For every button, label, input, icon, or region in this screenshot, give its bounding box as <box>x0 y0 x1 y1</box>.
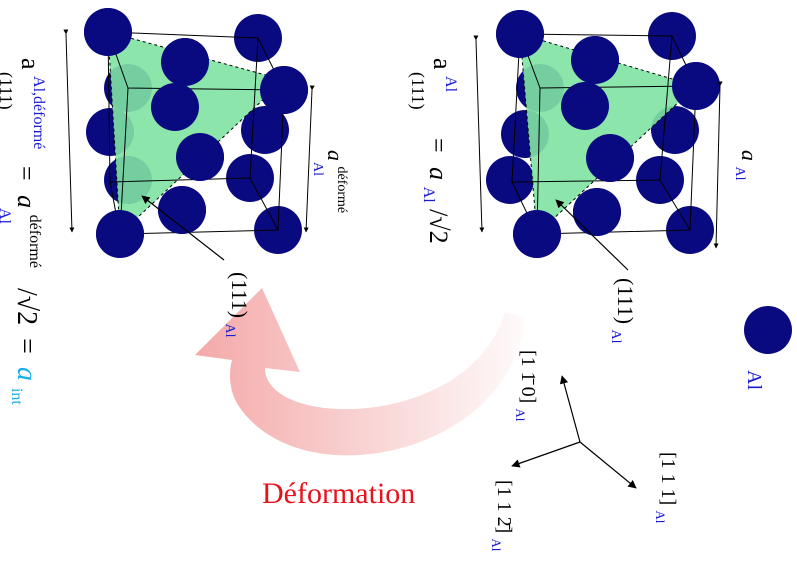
dimension-arrow-left-outer <box>63 29 75 233</box>
atom <box>571 36 619 84</box>
atom <box>561 82 609 130</box>
svg-text:= a Al /√2: = a Al /√2 <box>418 138 453 244</box>
atom <box>176 133 224 181</box>
right-eq-lhs-superscript: Al <box>442 76 459 93</box>
atom <box>573 188 621 236</box>
right-plane-subscript: Al <box>608 330 623 344</box>
left-eq-equals2: = <box>11 338 42 354</box>
dimension-arrow-right-side <box>713 81 723 249</box>
right-eq-divisor: /√2 <box>424 209 453 244</box>
svg-text:(111): (111) <box>0 72 16 110</box>
left-eq-equals: = <box>12 166 41 181</box>
dimension-arrow-left-side <box>303 85 315 233</box>
axis-dir2-label: [1 1 2̄] Al <box>489 480 515 552</box>
left-eq-rhs-symbol: a <box>12 195 41 208</box>
left-plane-miller: (111) <box>227 272 252 318</box>
left-eq-lhs-superscript: Al,déformé <box>30 76 47 149</box>
left-deformed-unit-cell <box>63 8 315 261</box>
right-eq-lhs-subscript: (111) <box>407 72 428 110</box>
svg-text:(111) Al: (111) Al <box>608 278 638 344</box>
axis-dir1-text: [1 1 1] <box>657 452 679 505</box>
svg-text:(111): (111) <box>407 72 428 110</box>
legend-atom-label: Al <box>743 370 765 390</box>
plane-pointer-left <box>141 195 225 261</box>
right-equation: a Al (111) = a Al /√2 <box>407 58 459 244</box>
right-side-subscript: Al <box>732 167 747 181</box>
axis-dir3-subscript: Al <box>513 408 528 421</box>
left-eq-result-subscript: int <box>8 388 25 405</box>
svg-text:a déformé: a déformé <box>323 150 349 213</box>
atom <box>486 156 534 204</box>
left-plane-label: (111) Al <box>222 272 252 338</box>
svg-text:(111) Al: (111) Al <box>222 272 252 338</box>
atom <box>161 38 209 86</box>
svg-text:Al: Al <box>0 208 13 225</box>
left-eq-divisor: /√2 <box>11 288 42 325</box>
left-plane-subscript: Al <box>222 324 237 338</box>
atom <box>672 62 720 110</box>
axis-dir3-text: [1 1̄ 0] <box>517 350 539 403</box>
atom <box>586 134 634 182</box>
atom <box>151 83 199 131</box>
atom <box>84 8 132 56</box>
axis-dir2-text: [1 1 2̄] <box>493 480 515 533</box>
dimension-arrow-right-outer <box>473 35 485 233</box>
left-side-label: a déformé Al <box>310 150 349 213</box>
atom <box>96 210 144 258</box>
crystal-axes <box>511 375 637 489</box>
atom-group-right-front <box>496 10 720 258</box>
left-eq-lhs-symbol: a <box>16 58 45 70</box>
left-side-superscript: déformé <box>334 167 349 214</box>
axis-dir1-arrow <box>579 441 637 489</box>
plane-pointer-right <box>555 199 629 271</box>
deformation-label: Déformation <box>262 477 415 510</box>
svg-text:= a déformé: = a déformé <box>12 166 43 268</box>
svg-text:a Al: a Al <box>732 150 762 181</box>
right-eq-rhs-symbol: a <box>424 167 453 180</box>
right-side-label: a Al <box>732 150 762 181</box>
axis-dir1-subscript: Al <box>653 510 668 523</box>
svg-text:[1 1 1] Al: [1 1 1] Al <box>653 452 679 524</box>
right-side-symbol: a <box>737 150 762 161</box>
deformation-arrow <box>195 288 525 456</box>
atom <box>513 210 561 258</box>
svg-text:/√2 = a int: /√2 = a int <box>8 288 42 405</box>
left-eq-rhs-superscript: déformé <box>26 215 43 268</box>
svg-text:a Al: a Al <box>428 58 459 93</box>
left-eq-lhs-subscript: (111) <box>0 72 16 110</box>
left-equation: a Al,déformé (111) = a déformé Al /√2 = … <box>0 58 47 405</box>
right-eq-equals: = <box>424 138 453 153</box>
left-eq-rhs-subscript: Al <box>0 208 13 225</box>
left-eq-result-symbol: a <box>11 367 42 381</box>
axis-dir2-subscript: Al <box>489 538 504 551</box>
svg-text:a Al,déformé: a Al,déformé <box>16 58 47 149</box>
atom <box>260 66 308 114</box>
left-side-subscript: Al <box>310 162 325 176</box>
svg-text:Al: Al <box>310 162 325 176</box>
axis-dir3-arrow <box>559 375 581 443</box>
atom <box>158 186 206 234</box>
axis-dir3-label: [1 1̄ 0] Al <box>513 350 539 422</box>
axis-dir2-arrow <box>511 441 581 468</box>
axis-dir1-label: [1 1 1] Al <box>653 452 679 524</box>
legend-atom <box>744 306 792 354</box>
atom-group-left-front <box>84 8 308 258</box>
right-unit-cell <box>473 10 723 271</box>
left-side-symbol: a <box>323 150 348 161</box>
right-plane-label: (111) Al <box>608 278 638 344</box>
atom <box>496 10 544 58</box>
right-eq-lhs-symbol: a <box>428 58 457 70</box>
svg-text:[1 1̄ 0] Al: [1 1̄ 0] Al <box>513 350 539 422</box>
right-plane-miller: (111) <box>613 278 638 324</box>
right-eq-rhs-subscript: Al <box>420 187 437 204</box>
svg-text:[1 1 2̄] Al: [1 1 2̄] Al <box>489 480 515 552</box>
